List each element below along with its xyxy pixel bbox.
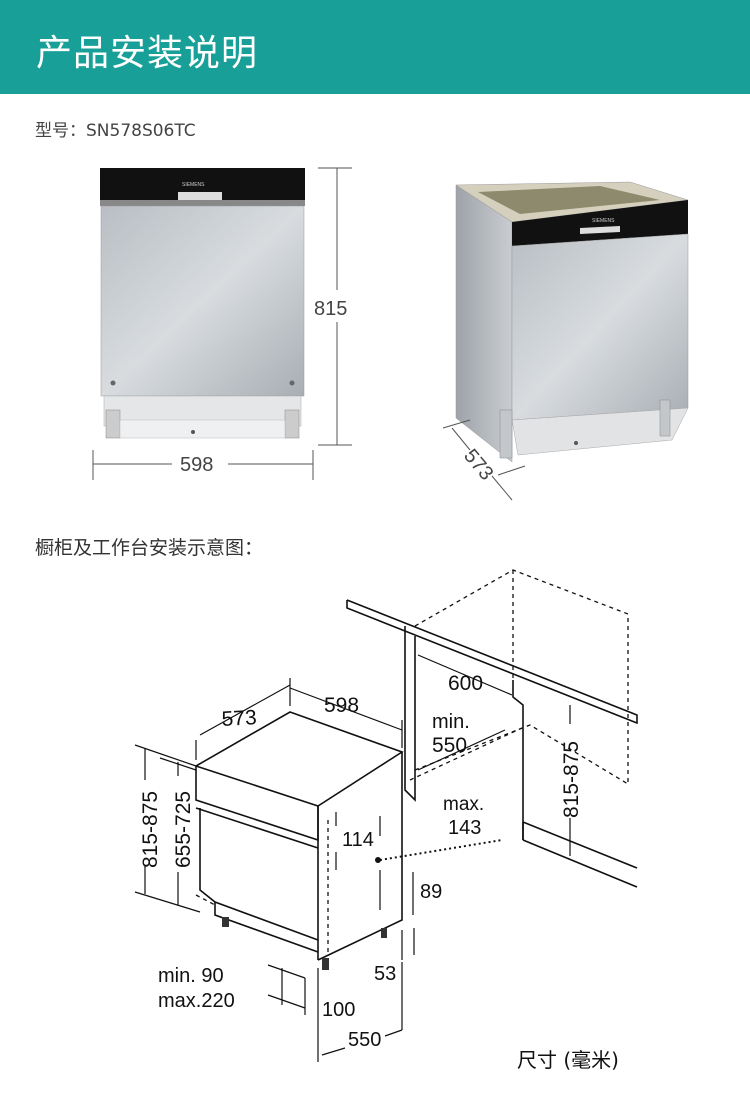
page-title: 产品安装说明 <box>36 33 259 74</box>
control-panel <box>195 766 319 842</box>
height-range-left: 815-875 <box>139 791 162 868</box>
dim-114: 114 <box>342 829 374 851</box>
model-number: 型号：SN578S06TC <box>35 121 196 141</box>
min-90: min. 90 <box>158 965 224 987</box>
width-dimension: 598 <box>92 450 314 480</box>
height-range-front: 655-725 <box>172 791 195 868</box>
countertop <box>346 599 638 725</box>
section-title: 橱柜及工作台安装示意图： <box>35 537 264 559</box>
height-range-right: 815-875 <box>560 741 583 818</box>
dim-550: 550 <box>348 1029 381 1051</box>
dim-53: 53 <box>374 963 396 985</box>
dim-89: 89 <box>420 881 442 903</box>
cabinet-left-wall <box>404 626 416 802</box>
header-banner: 产品安装说明 <box>0 0 750 94</box>
diagram-width: 598 <box>324 694 359 717</box>
niche-min-label: min. <box>432 711 470 733</box>
front-view-image: SIEMENS <box>100 168 305 439</box>
perspective-view-image: SIEMENS <box>455 181 689 463</box>
max-label: max. <box>443 794 484 815</box>
unit-note: 尺寸 (毫米) <box>517 1048 619 1072</box>
width-value: 598 <box>180 454 213 476</box>
dishwasher-feet <box>222 917 387 970</box>
height-dimension: 815 <box>314 167 352 446</box>
product-photos: SIEMENS 815 598 SIEMENS <box>92 167 689 501</box>
dim-100: 100 <box>322 999 355 1021</box>
diagram-depth: 573 <box>221 706 257 731</box>
max-value: 143 <box>448 817 481 839</box>
max-220: max.220 <box>158 990 235 1012</box>
niche-width: 600 <box>448 672 483 695</box>
niche-min-value: 550 <box>432 734 467 757</box>
brand-label: SIEMENS <box>182 182 205 188</box>
height-value: 815 <box>314 298 347 320</box>
svg-text:SIEMENS: SIEMENS <box>592 218 615 224</box>
